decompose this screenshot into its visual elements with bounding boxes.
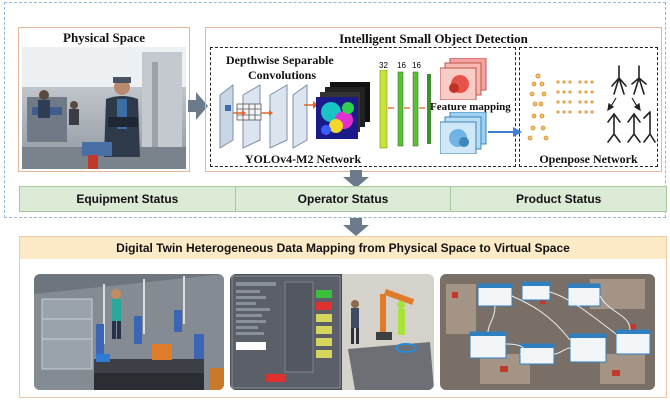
arrow-down-2	[343, 218, 369, 236]
conv-layers-diagram	[219, 83, 308, 149]
openpose-skeletons	[527, 65, 656, 143]
channel-count-2: 16	[397, 61, 406, 70]
channel-count-3: 16	[412, 61, 421, 70]
channel-count-1: 32	[379, 61, 388, 70]
arrow-right	[188, 92, 208, 120]
feature-mapping-label: Feature mapping	[430, 101, 511, 113]
depthwise-label-line1: Depthwise Separable	[226, 53, 334, 67]
physical-space-title: Physical Space	[63, 30, 145, 45]
feature-map-stack	[316, 82, 370, 139]
feature-map-heatmap-blue	[440, 112, 487, 154]
yolo-network-box	[210, 47, 516, 167]
virtual-workshop-render	[34, 274, 224, 390]
product-status-cell: Product Status	[516, 192, 602, 206]
status-bar: Equipment Status Operator Status Product…	[19, 186, 667, 212]
yolo-network-label: YOLOv4-M2 Network	[244, 152, 362, 166]
detection-title: Intelligent Small Object Detection	[339, 31, 528, 46]
arrow-down-1	[343, 170, 369, 188]
openpose-network-box	[519, 47, 658, 167]
digital-twin-title: Digital Twin Heterogeneous Data Mapping …	[20, 237, 666, 259]
feature-map-heatmap-red	[440, 58, 487, 100]
arrow-to-openpose	[488, 127, 522, 137]
virtual-data-mapping-render	[440, 274, 655, 390]
operator-status-cell: Operator Status	[236, 187, 452, 211]
openpose-network-label: Openpose Network	[539, 152, 638, 166]
factory-worker-photo	[22, 47, 186, 169]
arrow-to-featuremap	[304, 101, 318, 109]
equipment-status-cell: Equipment Status	[20, 187, 236, 211]
detection-panel	[205, 27, 662, 172]
depthwise-label-line2: Convolutions	[248, 68, 317, 82]
virtual-monitoring-render	[230, 274, 434, 390]
top-section-frame	[4, 2, 666, 218]
yolo-layer-bars	[379, 70, 431, 149]
